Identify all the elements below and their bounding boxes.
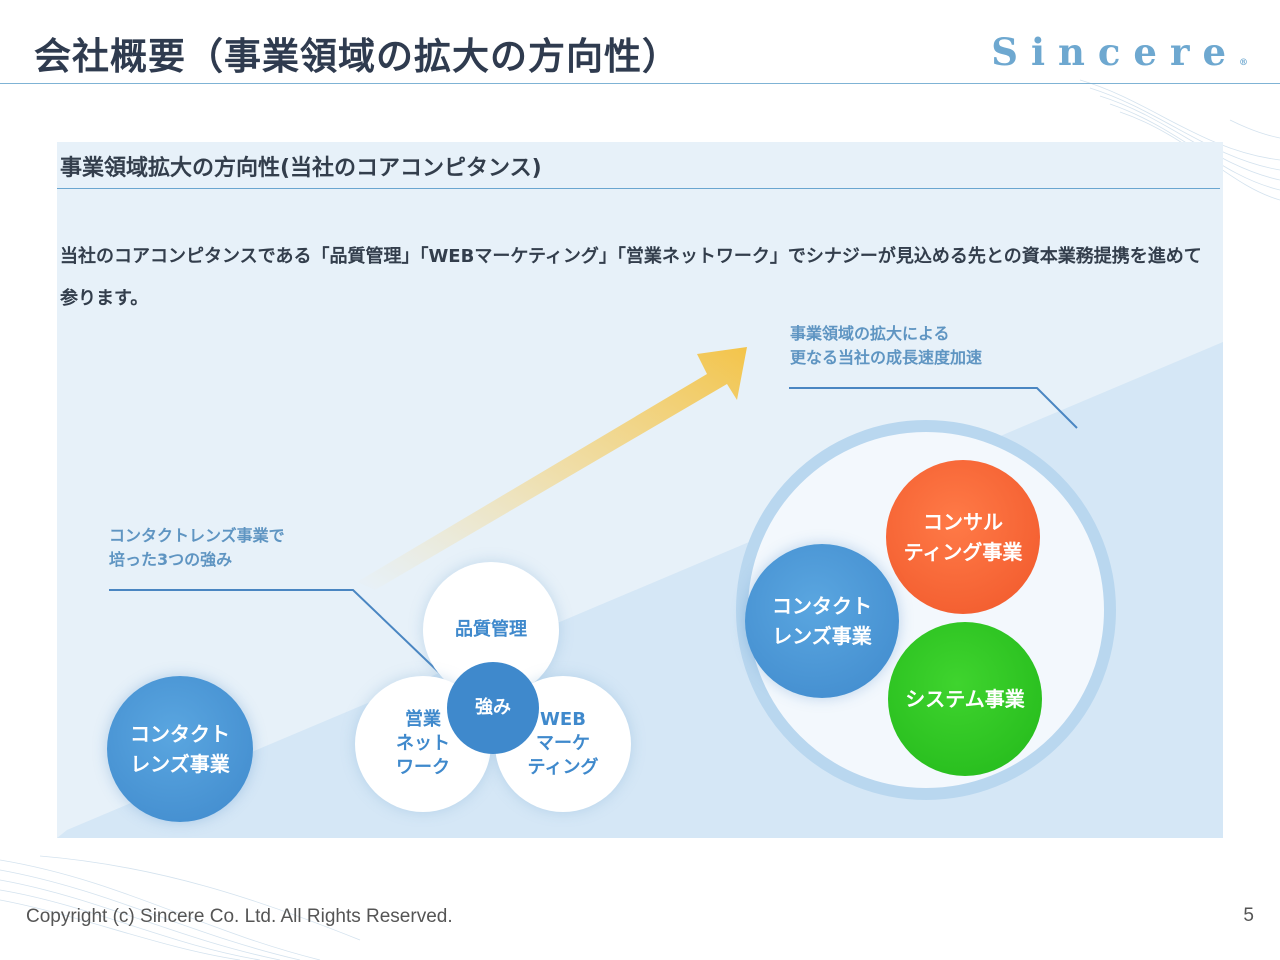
future-contact-circle: コンタクト レンズ事業 — [745, 544, 899, 698]
quality-label: 品質管理 — [455, 619, 527, 640]
title-divider — [0, 83, 1280, 84]
growth-arrow — [357, 347, 747, 590]
panel-heading: 事業領域拡大の方向性(当社のコアコンピタンス) — [60, 156, 542, 181]
panel-divider — [57, 188, 1220, 189]
panel-description: 当社のコアコンピタンスである「品質管理」「WEBマーケティング」「営業ネットワー… — [60, 246, 1202, 309]
logo-text: Sincere — [991, 30, 1239, 74]
right-callout-line — [789, 387, 1078, 429]
page-title: 会社概要（事業領域の拡大の方向性） — [34, 35, 680, 78]
page-number: 5 — [1243, 905, 1254, 926]
start-business-circle: コンタクト レンズ事業 — [107, 676, 253, 822]
right-callout-text: 事業領域の拡大による 更なる当社の成長速度加速 — [790, 324, 983, 367]
consulting-circle: コンサル ティング事業 — [886, 460, 1040, 614]
system-circle: システム事業 — [888, 622, 1042, 776]
registered-mark: ® — [1239, 58, 1248, 68]
copyright-text: Copyright (c) Sincere Co. Ltd. All Right… — [26, 906, 453, 927]
left-callout-text: コンタクトレンズ事業で 培った3つの強み — [109, 526, 285, 569]
company-logo: Sincere® — [991, 30, 1248, 74]
left-callout-line — [109, 589, 450, 683]
strength-core-circle: 強み — [447, 662, 539, 754]
content-panel: 事業領域拡大の方向性(当社のコアコンピタンス) 当社のコアコンピタンスである「品… — [57, 142, 1223, 838]
